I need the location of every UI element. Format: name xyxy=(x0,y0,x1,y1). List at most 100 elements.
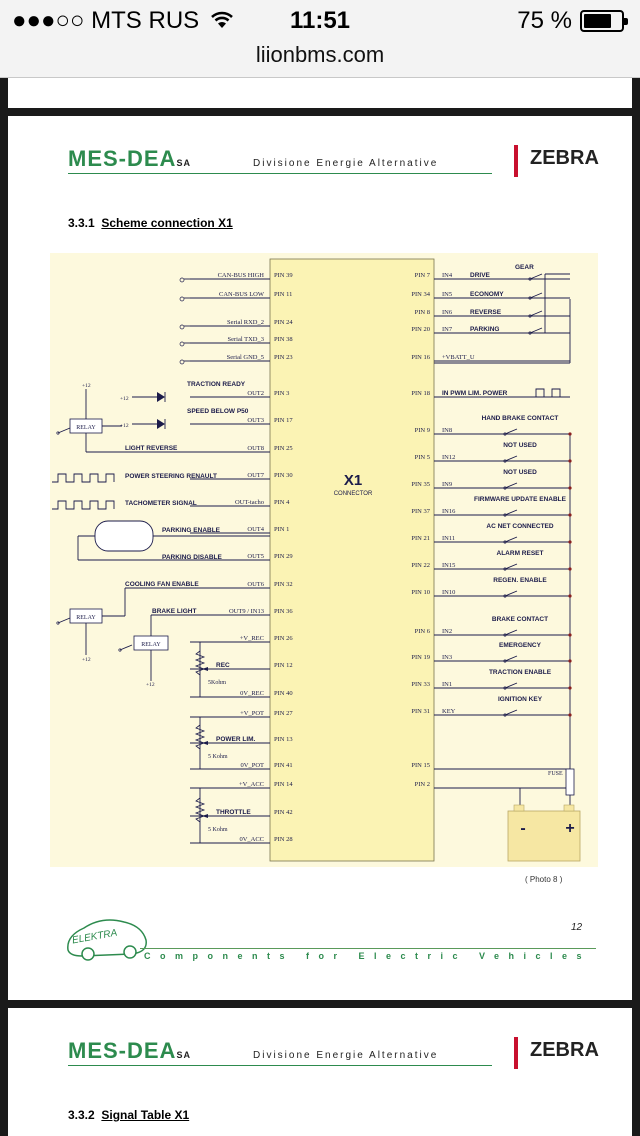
plus12-relay-1: +12 xyxy=(82,383,91,389)
elektra-car-logo: ELEKTRA xyxy=(67,919,147,961)
right-label-10: FIRMWARE UPDATE ENABLE xyxy=(474,496,567,503)
status-bar: ●●●○○ MTS RUS 11:51 75 % xyxy=(0,0,640,40)
plus12-relay-3: +12 xyxy=(146,682,155,688)
plus12-led-1: +12 xyxy=(120,423,129,429)
input-switch-12 xyxy=(504,563,518,570)
bus-node-4 xyxy=(568,540,572,544)
left-signal-9: OUT7 xyxy=(247,472,264,479)
potentiometer-icon-rec xyxy=(194,650,206,676)
label-tachometer: TACHOMETER SIGNAL xyxy=(125,500,197,507)
left-signal-15: +V_REC xyxy=(240,635,264,642)
right-pin-1: PIN 7 xyxy=(415,272,431,279)
label-parking-disable: PARKING DISABLE xyxy=(162,554,222,561)
section-heading: 3.3.1 Scheme connection X1 xyxy=(68,216,233,230)
left-signal-1: CAN-BUS HIGH xyxy=(218,272,265,279)
left-signal-7: OUT3 xyxy=(247,417,264,424)
left-pin-17: PIN 40 xyxy=(274,690,293,697)
left-signal-23: 0V_ACC xyxy=(239,836,264,843)
right-input-8: IN12 xyxy=(442,454,455,461)
relay-switch-3 xyxy=(119,644,133,651)
left-pin-16: PIN 12 xyxy=(274,662,293,669)
switch-node xyxy=(503,513,507,517)
clock: 11:51 xyxy=(289,7,351,34)
right-pin-15: PIN 19 xyxy=(411,654,430,661)
right-pin-9: PIN 35 xyxy=(411,481,430,488)
relay-switch-2 xyxy=(57,617,71,624)
left-pin-9: PIN 30 xyxy=(274,472,293,479)
right-label-12: ALARM RESET xyxy=(497,550,544,557)
right-label-16: TRACTION ENABLE xyxy=(489,669,552,676)
left-signal-12: OUT5 xyxy=(247,553,264,560)
division-text-2: Divisione Energie Alternative xyxy=(253,1050,439,1061)
previous-page xyxy=(8,78,632,108)
relay-label-3: RELAY xyxy=(141,642,161,648)
left-pin-13: PIN 32 xyxy=(274,581,293,588)
right-label-14: BRAKE CONTACT xyxy=(492,616,548,623)
left-pin-18: PIN 27 xyxy=(274,710,293,717)
left-pin-10: PIN 4 xyxy=(274,499,290,506)
left-pin-21: PIN 14 xyxy=(274,781,293,788)
input-switch-15 xyxy=(504,655,518,662)
bus-node-8 xyxy=(568,659,572,663)
footer-tagline: Components for Electric Vehicles xyxy=(144,951,592,961)
label-rec: REC xyxy=(216,662,230,669)
right-pin-3: PIN 8 xyxy=(415,309,430,316)
pulse-wave-icon-1 xyxy=(52,500,115,510)
battery-minus-label: - xyxy=(520,820,525,837)
right-pin-14: PIN 6 xyxy=(415,628,431,635)
battery-terminal-minus xyxy=(513,804,525,812)
battery-group: 75 % xyxy=(517,7,628,35)
left-pin-20: PIN 41 xyxy=(274,762,293,769)
connector-x1-box xyxy=(269,258,435,862)
right-label-15: EMERGENCY xyxy=(499,642,542,649)
zebra-logo-mark xyxy=(514,145,518,177)
pulse-wave-icon-0 xyxy=(52,473,115,483)
left-signal-18: +V_POT xyxy=(240,710,264,717)
left-pin-15: PIN 26 xyxy=(274,635,293,642)
address-bar[interactable]: liionbms.com xyxy=(0,40,640,78)
left-pin-3: PIN 24 xyxy=(274,319,293,326)
left-signal-4: Serial TXD_3 xyxy=(227,336,264,343)
right-pin-18: PIN 15 xyxy=(411,762,430,769)
bus-node-10 xyxy=(568,713,572,717)
right-pin-16: PIN 33 xyxy=(411,681,430,688)
right-pin-13: PIN 10 xyxy=(411,589,430,596)
left-signal-21: +V_ACC xyxy=(239,781,264,788)
bus-node-7 xyxy=(568,633,572,637)
right-input-1: IN4 xyxy=(442,272,453,279)
led-diode-icon-1 xyxy=(157,419,165,429)
gear-label: GEAR xyxy=(515,264,534,271)
right-input-13: IN10 xyxy=(442,589,455,596)
url-text[interactable]: liionbms.com xyxy=(255,42,385,67)
left-pin-1: PIN 39 xyxy=(274,272,293,279)
plus12-relay-2: +12 xyxy=(82,657,91,663)
input-switch-13 xyxy=(504,590,518,597)
input-switch-16 xyxy=(504,682,518,689)
right-pin-11: PIN 21 xyxy=(411,535,430,542)
input-switch-11 xyxy=(504,536,518,543)
zebra-logo-2: ZEBRA xyxy=(530,1039,599,1061)
label-light-reverse: LIGHT REVERSE xyxy=(125,445,178,452)
right-label-17: IGNITION KEY xyxy=(498,696,543,703)
battery-terminal-plus xyxy=(563,804,575,812)
photo-caption: ( Photo 8 ) xyxy=(525,875,563,884)
right-input-15: IN3 xyxy=(442,654,452,661)
right-pin-2: PIN 34 xyxy=(411,291,430,298)
switch-node xyxy=(503,486,507,490)
right-pin-19: PIN 2 xyxy=(415,781,430,788)
battery-plus-label: + xyxy=(565,820,574,837)
left-pin-5: PIN 23 xyxy=(274,354,293,361)
bus-node-6 xyxy=(568,594,572,598)
right-input-6: IN PWM LIM. POWER xyxy=(442,390,508,397)
right-label-9: NOT USED xyxy=(503,469,537,476)
switch-node xyxy=(56,621,60,625)
left-signal-11: OUT4 xyxy=(247,526,264,533)
left-signal-8: OUT8 xyxy=(247,445,264,452)
switch-node xyxy=(503,567,507,571)
section-heading-2: 3.3.2 Signal Table X1 xyxy=(68,1108,190,1122)
battery-percent: 75 % xyxy=(517,7,572,34)
label-ohm-rec: 5Kohm xyxy=(208,680,226,686)
switch-node xyxy=(503,540,507,544)
bus-node-9 xyxy=(568,686,572,690)
